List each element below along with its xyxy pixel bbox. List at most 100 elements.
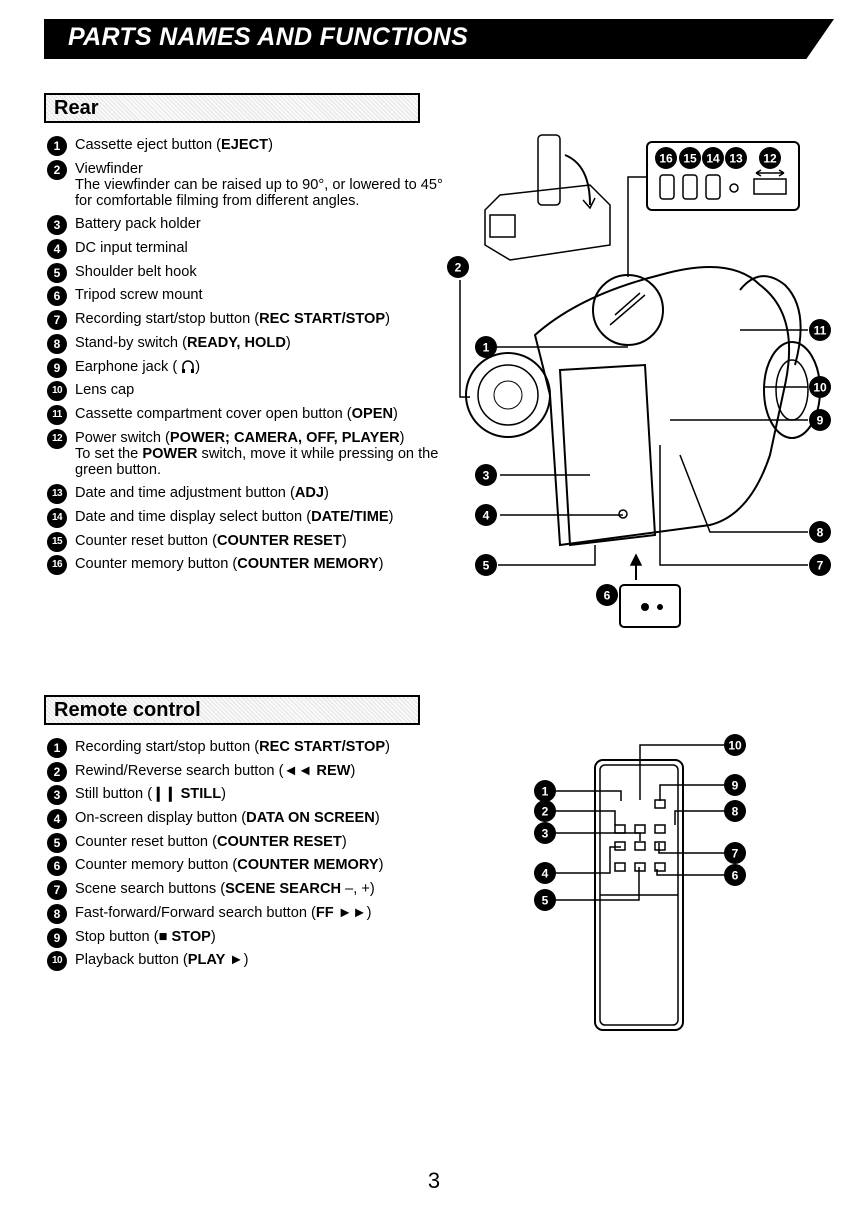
rear-callout-badge xyxy=(475,504,497,526)
headphones-icon xyxy=(181,359,195,375)
remote-callout-badge xyxy=(534,822,556,844)
item-function-name: EJECT xyxy=(221,137,269,153)
panel-label-badge xyxy=(759,147,781,169)
item-function-name: COUNTER RESET xyxy=(216,532,342,549)
item-number-badge: 8 xyxy=(47,333,67,354)
item-number-badge: 12 xyxy=(47,428,67,449)
remote-callout: 5 xyxy=(542,894,549,908)
item-function-name: READY, HOLD xyxy=(186,334,286,351)
page-header-banner: PARTS NAMES AND FUNCTIONS xyxy=(44,19,834,59)
remote-key xyxy=(654,824,666,834)
rear-callout: 6 xyxy=(604,589,611,603)
remote-callout: 4 xyxy=(542,867,549,881)
remote-key xyxy=(614,862,626,872)
remote-key xyxy=(634,862,646,872)
section-heading-remote: Remote control xyxy=(44,695,420,725)
remote-callout: 7 xyxy=(732,847,739,861)
remote-callout: 2 xyxy=(542,805,549,819)
item-label-tail: ) xyxy=(268,137,273,153)
item-label: Scene search buttons ( xyxy=(75,881,226,898)
remote-key xyxy=(654,841,666,851)
remote-callout-badge xyxy=(724,734,746,756)
item-description: The viewfinder can be raised up to 90°, … xyxy=(75,176,443,209)
item-label-tail: ) xyxy=(221,786,226,803)
rear-callout-badge xyxy=(809,521,831,543)
item-label: Cassette compartment cover open button ( xyxy=(75,405,352,422)
panel-label-badge xyxy=(725,147,747,169)
remote-callout-badge xyxy=(534,800,556,822)
rear-item: 15 Counter reset button (COUNTER RESET) xyxy=(47,531,447,552)
item-number-badge: 5 xyxy=(47,832,67,853)
item-label: Counter memory button ( xyxy=(75,556,238,573)
item-label: Playback button ( xyxy=(75,952,188,969)
item-number-badge: 4 xyxy=(47,239,67,260)
item-label: Fast-forward/Forward search button ( xyxy=(75,904,316,921)
item-number-badge: 15 xyxy=(47,531,67,552)
rear-callout-badge xyxy=(475,554,497,576)
item-number-badge: 13 xyxy=(47,484,67,505)
rear-callout: 2 xyxy=(455,261,462,275)
item-number-badge: 6 xyxy=(47,286,67,307)
item-label-tail: ) xyxy=(341,532,347,549)
rear-callout: 10 xyxy=(813,381,827,395)
remote-callout-badge xyxy=(724,864,746,886)
item-label: Date and time display select button ( xyxy=(75,508,312,525)
item-function-name: COUNTER MEMORY xyxy=(237,857,379,874)
item-label-tail: ) xyxy=(399,429,405,446)
item-label: DC input terminal xyxy=(75,240,188,257)
item-label: Shoulder belt hook xyxy=(75,263,197,280)
panel-label: 16 xyxy=(659,152,673,166)
item-number-badge: 14 xyxy=(47,507,67,528)
item-label: Earphone jack ( xyxy=(75,358,182,375)
item-number-badge: 1 xyxy=(47,136,67,156)
rear-callout-badge xyxy=(809,554,831,576)
item-label-tail: ) xyxy=(350,762,356,779)
item-label-tail: ) xyxy=(341,833,347,850)
rear-callout-badge xyxy=(596,584,618,606)
item-number-badge: 2 xyxy=(47,159,67,180)
rear-callout: 11 xyxy=(814,324,827,338)
description-text: To set the xyxy=(75,445,143,462)
remote-callout-badge xyxy=(724,842,746,864)
description-bold: POWER xyxy=(142,445,198,462)
item-number-badge: 16 xyxy=(47,555,67,576)
item-function-name: DATA ON SCREEN xyxy=(246,810,375,827)
remote-callout-badge xyxy=(534,780,556,802)
remote-key xyxy=(654,862,666,872)
item-function-name: ■ STOP xyxy=(158,928,211,945)
rear-item: 4 DC input terminal xyxy=(47,239,447,260)
item-label: On-screen display button ( xyxy=(75,810,247,827)
rear-callout-badge xyxy=(809,409,831,431)
item-label: Date and time adjustment button ( xyxy=(75,485,295,502)
rear-callout-badge xyxy=(809,376,831,398)
remote-callout: 6 xyxy=(732,869,739,883)
page-title: PARTS NAMES AND FUNCTIONS xyxy=(68,23,469,51)
item-function-name: POWER; CAMERA, OFF, PLAYER xyxy=(169,429,400,446)
item-number-badge: 9 xyxy=(47,357,67,378)
item-label: Counter reset button ( xyxy=(75,532,217,549)
section-heading-rear: Rear xyxy=(44,93,420,123)
item-function-name: COUNTER RESET xyxy=(216,833,342,850)
section-title-rear: Rear xyxy=(54,97,99,119)
item-number-badge: 1 xyxy=(47,738,67,758)
item-label: Still button ( xyxy=(75,786,153,803)
item-label: Recording start/stop button ( xyxy=(75,311,260,328)
item-function-name: ADJ xyxy=(294,485,325,502)
item-label-tail: ) xyxy=(378,857,384,874)
rear-callout: 4 xyxy=(483,509,490,523)
item-label-tail: ) xyxy=(374,810,380,827)
item-function-name: OPEN xyxy=(351,405,393,422)
